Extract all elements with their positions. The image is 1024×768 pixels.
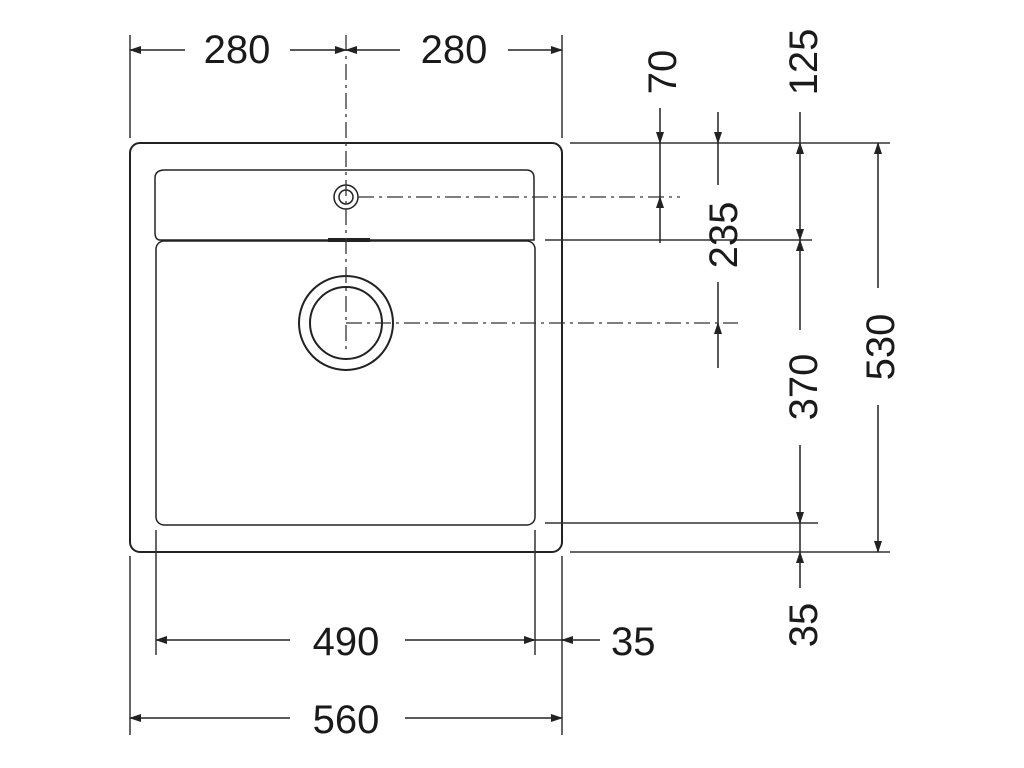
dimension-tap-hole-offset: 70 xyxy=(641,50,685,243)
centre-lines xyxy=(345,35,738,350)
dimension-waste-offset: 235 xyxy=(702,112,746,368)
dimension-half-width-right: 280 xyxy=(345,28,563,72)
label-rim-width: 35 xyxy=(611,620,656,664)
label-half-width-left: 280 xyxy=(204,28,271,72)
label-rim-depth: 35 xyxy=(782,603,826,648)
dimension-half-width-left: 280 xyxy=(129,28,347,72)
dimension-overall-width: 560 xyxy=(129,698,563,742)
dimension-rim-width: 35 xyxy=(535,620,656,664)
dimension-bowl-offset-top: 125 xyxy=(782,29,826,241)
extension-lines xyxy=(129,35,890,735)
sink-bowl xyxy=(155,240,536,526)
label-bowl-offset-top: 125 xyxy=(782,29,826,96)
dimension-rim-depth: 35 xyxy=(782,523,826,647)
label-overall-depth: 530 xyxy=(859,314,903,381)
dimension-overall-depth: 530 xyxy=(859,142,903,553)
label-bowl-width: 490 xyxy=(313,620,380,664)
dimension-bowl-width: 490 xyxy=(155,620,536,664)
label-overall-width: 560 xyxy=(313,698,380,742)
label-half-width-right: 280 xyxy=(421,28,488,72)
label-bowl-depth: 370 xyxy=(782,354,826,421)
label-tap-hole-offset: 70 xyxy=(641,50,685,95)
dimension-bowl-depth: 370 xyxy=(782,239,826,524)
sink-deck-area xyxy=(154,169,535,241)
label-waste-offset: 235 xyxy=(702,202,746,269)
